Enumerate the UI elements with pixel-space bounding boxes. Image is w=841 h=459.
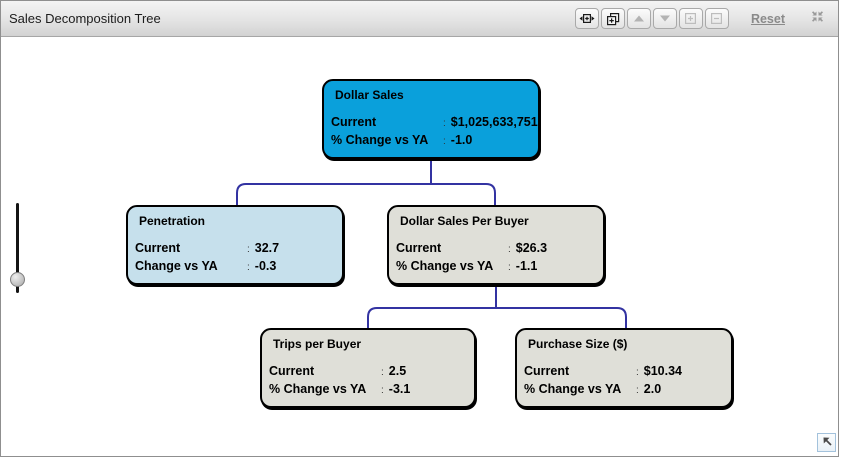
zoom-out-button[interactable] [704, 8, 729, 29]
zoom-slider-handle[interactable] [10, 272, 25, 287]
colon-separator: : [443, 136, 446, 147]
metric-label: % Change vs YA [269, 382, 367, 396]
colon-separator: : [636, 385, 639, 396]
metric-label: Current [396, 241, 442, 255]
metric-value: 32.7 [254, 241, 280, 255]
node-title: Purchase Size ($) [528, 337, 628, 351]
zoom-slider-track[interactable] [16, 203, 19, 293]
zoom-in-button[interactable] [678, 8, 703, 29]
metric-label: Current [331, 115, 377, 129]
metric-value: $1,025,633,751 [450, 115, 538, 129]
move-down-button[interactable] [652, 8, 677, 29]
back-to-parent-button[interactable] [817, 433, 836, 452]
move-up-button[interactable] [626, 8, 651, 29]
expand-all-button[interactable] [600, 8, 625, 29]
metric-label: Current [269, 364, 315, 378]
tree-canvas: Dollar Sales Current : $1,025,633,751 % … [1, 37, 838, 456]
tree-node-dollar-sales[interactable]: Dollar Sales Current : $1,025,633,751 % … [322, 79, 540, 159]
tree-node-trips-per-buyer[interactable]: Trips per Buyer Current : 2.5 % Change v… [260, 328, 476, 408]
node-title: Dollar Sales [335, 88, 404, 102]
colon-separator: : [247, 262, 250, 273]
metric-label: % Change vs YA [396, 259, 494, 273]
metric-label: Current [135, 241, 181, 255]
colon-separator: : [508, 262, 511, 273]
metric-label: % Change vs YA [331, 133, 429, 147]
tree-node-penetration[interactable]: Penetration Current : 32.7 Change vs YA … [126, 205, 344, 285]
colon-separator: : [381, 367, 384, 378]
window-header: Sales Decomposition Tree [1, 1, 838, 37]
toolbar: Reset [574, 8, 828, 29]
collapse-arrows-icon[interactable] [809, 9, 826, 29]
colon-separator: : [381, 385, 384, 396]
colon-separator: : [247, 244, 250, 255]
metric-value: -3.1 [388, 382, 411, 396]
fit-width-button[interactable] [574, 8, 599, 29]
colon-separator: : [636, 367, 639, 378]
expand-horizontal-icon [579, 12, 595, 25]
node-title: Dollar Sales Per Buyer [400, 214, 529, 228]
metric-value: $26.3 [515, 241, 548, 255]
page-title: Sales Decomposition Tree [9, 11, 161, 26]
colon-separator: : [443, 118, 446, 129]
metric-value: -0.3 [254, 259, 277, 273]
colon-separator: : [508, 244, 511, 255]
cascade-windows-icon [606, 12, 620, 26]
metric-value: 2.5 [388, 364, 407, 378]
arrow-up-icon [633, 14, 645, 23]
metric-value: -1.0 [450, 133, 473, 147]
node-title: Penetration [139, 214, 206, 228]
metric-value: $10.34 [643, 364, 683, 378]
tree-node-dollar-sales-per-buyer[interactable]: Dollar Sales Per Buyer Current : $26.3 %… [387, 205, 605, 285]
node-title: Trips per Buyer [273, 337, 362, 351]
metric-label: Change vs YA [135, 259, 218, 273]
tree-node-purchase-size[interactable]: Purchase Size ($) Current : $10.34 % Cha… [515, 328, 733, 408]
metric-value: -1.1 [515, 259, 538, 273]
reset-button[interactable]: Reset [750, 11, 785, 26]
plus-box-icon [684, 12, 697, 25]
minus-box-icon [710, 12, 723, 25]
arrow-down-icon [659, 14, 671, 23]
metric-label: Current [524, 364, 570, 378]
metric-label: % Change vs YA [524, 382, 622, 396]
arrow-up-left-icon [821, 434, 833, 452]
metric-value: 2.0 [643, 382, 662, 396]
